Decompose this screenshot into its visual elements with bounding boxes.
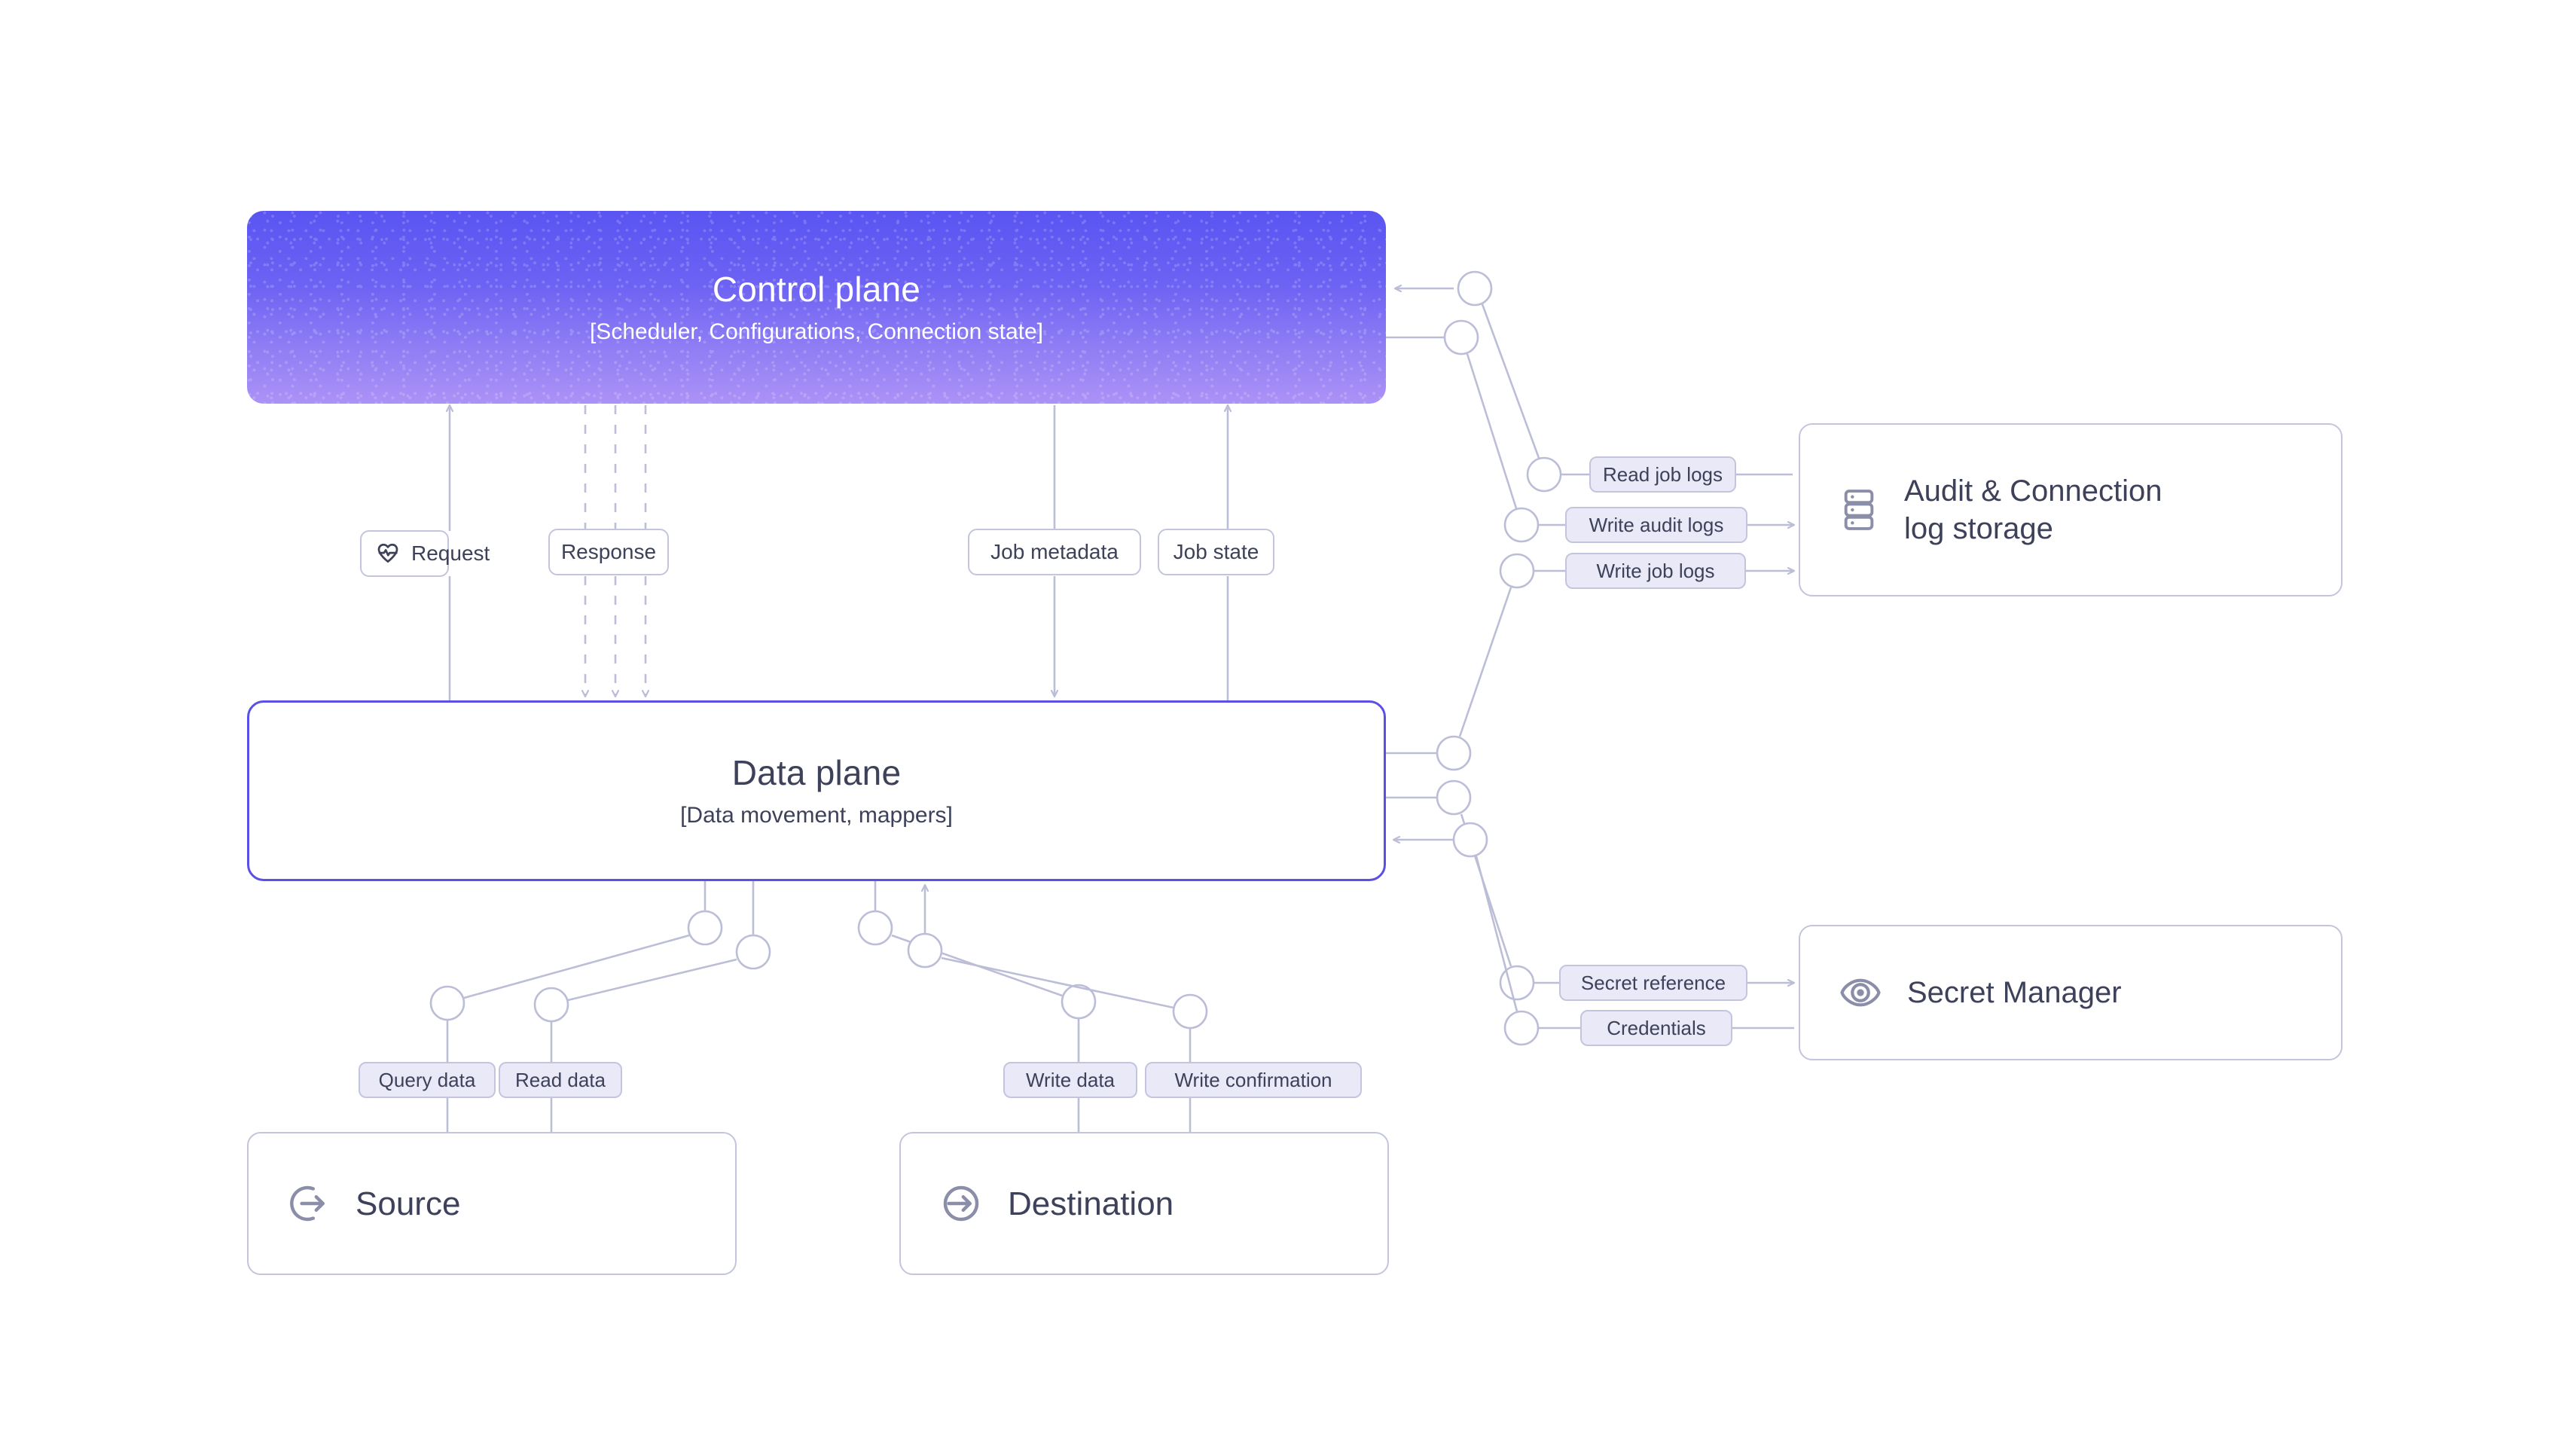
data-plane-box[interactable]: Data plane [Data movement, mappers] <box>247 700 1386 881</box>
edge-label-read-job-logs-text: Read job logs <box>1603 462 1723 486</box>
node-label-response-text: Response <box>560 540 657 563</box>
edge-label-read-data[interactable]: Read data <box>499 1062 622 1098</box>
destination-card[interactable]: Destination <box>899 1132 1389 1275</box>
edge-label-credentials[interactable]: Credentials <box>1580 1010 1732 1046</box>
heart-pulse-icon <box>377 543 398 563</box>
wire-query-data <box>429 881 723 1205</box>
edge-label-read-data-text: Read data <box>515 1068 606 1091</box>
destination-label: Destination <box>1008 1185 1174 1222</box>
control-plane-box[interactable]: Control plane [Scheduler, Configurations… <box>247 211 1386 404</box>
node-label-job-state[interactable]: Job state <box>1158 529 1274 575</box>
edge-label-write-audit-logs[interactable]: Write audit logs <box>1565 507 1747 543</box>
edge-label-secret-reference[interactable]: Secret reference <box>1559 965 1747 1001</box>
arrow-into-circle-icon <box>943 1185 979 1222</box>
edge-label-write-audit-logs-text: Write audit logs <box>1589 513 1724 536</box>
secret-manager-card[interactable]: Secret Manager <box>1799 925 2343 1060</box>
arrow-out-of-circle-icon <box>290 1185 325 1222</box>
edge-label-write-confirmation-text: Write confirmation <box>1174 1068 1332 1091</box>
server-stack-icon <box>1844 490 1874 530</box>
data-plane-subtitle: [Data movement, mappers] <box>680 803 953 828</box>
secret-manager-label: Secret Manager <box>1907 976 2122 1009</box>
source-card[interactable]: Source <box>247 1132 737 1275</box>
edge-label-query-data-text: Query data <box>378 1068 476 1091</box>
node-label-job-metadata-text: Job metadata <box>990 540 1119 563</box>
audit-log-storage-card[interactable]: Audit & Connection log storage <box>1799 423 2343 596</box>
eye-icon <box>1840 978 1881 1007</box>
node-label-request[interactable]: Request <box>360 530 490 577</box>
edge-label-credentials-text: Credentials <box>1607 1016 1706 1039</box>
edge-label-write-confirmation[interactable]: Write confirmation <box>1145 1062 1362 1098</box>
wire-read-job-logs <box>1395 270 1793 493</box>
wire-response <box>585 405 646 697</box>
data-plane-title: Data plane <box>731 752 902 792</box>
control-plane-subtitle: [Scheduler, Configurations, Connection s… <box>589 319 1044 345</box>
control-plane-title: Control plane <box>712 269 921 309</box>
edge-label-write-data[interactable]: Write data <box>1003 1062 1137 1098</box>
node-label-request-text: Request <box>411 541 490 565</box>
wire-read-data <box>533 881 771 1205</box>
wire-write-audit-logs <box>1386 319 1794 543</box>
audit-log-storage-label-line2: log storage <box>1904 512 2053 545</box>
node-label-response[interactable]: Response <box>548 529 669 575</box>
wire-write-job-logs <box>1386 553 1794 771</box>
edge-label-secret-reference-text: Secret reference <box>1580 971 1726 994</box>
node-label-job-state-text: Job state <box>1173 540 1259 563</box>
edge-label-query-data[interactable]: Query data <box>359 1062 496 1098</box>
wire-credentials <box>1393 822 1794 1046</box>
audit-log-storage-label-line1: Audit & Connection <box>1904 474 2162 508</box>
node-label-job-metadata[interactable]: Job metadata <box>968 529 1141 575</box>
source-label: Source <box>356 1185 461 1222</box>
audit-log-storage-label: Audit & Connection log storage <box>1904 472 2162 548</box>
edge-label-read-job-logs[interactable]: Read job logs <box>1589 456 1736 493</box>
wire-write-confirmation <box>907 885 1208 1205</box>
edge-label-write-job-logs-text: Write job logs <box>1596 559 1715 582</box>
edge-label-write-job-logs[interactable]: Write job logs <box>1565 553 1746 589</box>
edge-label-write-data-text: Write data <box>1025 1068 1115 1091</box>
